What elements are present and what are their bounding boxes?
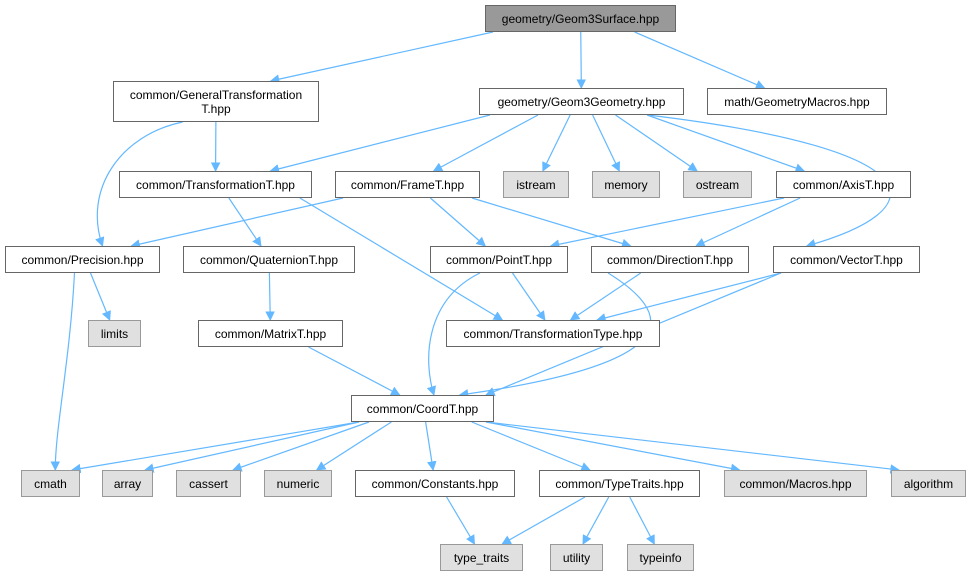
node-label: common/QuaternionT.hpp xyxy=(199,252,339,267)
node-label: common/DirectionT.hpp xyxy=(606,252,734,267)
node-limits: limits xyxy=(88,320,141,347)
edge-geom3geometry-to-memory xyxy=(592,114,620,172)
node-precision[interactable]: common/Precision.hpp xyxy=(5,246,160,273)
node-utility: utility xyxy=(550,544,603,571)
edge-coordt-to-numeric xyxy=(315,421,392,471)
edge-coordt-to-array xyxy=(144,421,360,473)
node-constants[interactable]: common/Constants.hpp xyxy=(355,470,515,497)
node-typetraits[interactable]: common/TypeTraits.hpp xyxy=(539,470,700,497)
edge-axist-to-pointt xyxy=(549,197,785,249)
edge-geom3geometry-to-framet xyxy=(432,114,539,172)
node-label: common/TransformationType.hpp xyxy=(463,326,643,341)
edge-axist-to-directiont xyxy=(695,197,801,247)
node-cmath: cmath xyxy=(21,470,80,497)
node-label: numeric xyxy=(276,476,320,491)
edge-geom3surface-to-geometrymacros xyxy=(634,31,766,89)
node-label: ostream xyxy=(695,177,740,192)
node-label: geometry/Geom3Geometry.hpp xyxy=(497,94,666,109)
edge-geom3geometry-to-transformationt xyxy=(269,114,491,174)
edge-framet-to-pointt xyxy=(429,197,486,247)
node-label: typeinfo xyxy=(639,550,682,565)
node-generaltransformation[interactable]: common/GeneralTransformation T.hpp xyxy=(113,81,319,122)
node-label: array xyxy=(113,476,142,491)
node-istream: istream xyxy=(503,171,569,198)
node-framet[interactable]: common/FrameT.hpp xyxy=(335,171,480,198)
node-matrixt[interactable]: common/MatrixT.hpp xyxy=(198,320,343,347)
node-ostream: ostream xyxy=(683,171,752,198)
edge-matrixt-to-coordt xyxy=(308,346,401,396)
node-label: common/Macros.hpp xyxy=(739,476,852,491)
node-label: type_traits xyxy=(453,550,510,565)
node-transformationt[interactable]: common/TransformationT.hpp xyxy=(119,171,312,198)
edge-vectort-to-transformationtype xyxy=(596,272,782,323)
node-directiont[interactable]: common/DirectionT.hpp xyxy=(591,246,749,273)
node-vectort[interactable]: common/VectorT.hpp xyxy=(773,246,920,273)
node-label: algorithm xyxy=(903,476,954,491)
edge-geom3surface-to-geom3geometry xyxy=(576,31,587,89)
node-label: utility xyxy=(562,550,591,565)
node-label: common/PointT.hpp xyxy=(445,252,553,267)
node-type-traits: type_traits xyxy=(440,544,523,571)
node-label: common/Constants.hpp xyxy=(371,476,499,491)
node-label: common/Precision.hpp xyxy=(21,252,144,267)
node-transformationtype[interactable]: common/TransformationType.hpp xyxy=(446,320,660,347)
node-axist[interactable]: common/AxisT.hpp xyxy=(776,171,911,198)
edge-typetraits-to-typeinfo xyxy=(629,496,655,545)
edge-framet-to-precision xyxy=(130,197,344,249)
node-label: limits xyxy=(100,326,129,341)
node-label: cassert xyxy=(189,476,228,491)
node-label: geometry/Geom3Surface.hpp xyxy=(501,11,660,26)
node-geom3geometry[interactable]: geometry/Geom3Geometry.hpp xyxy=(479,88,684,115)
node-label: memory xyxy=(604,177,648,192)
edge-geom3geometry-to-istream xyxy=(542,114,571,172)
node-quaterniont[interactable]: common/QuaternionT.hpp xyxy=(183,246,355,273)
edge-coordt-to-typetraits xyxy=(471,421,591,472)
node-label: istream xyxy=(516,177,556,192)
node-memory: memory xyxy=(592,171,660,198)
edge-constants-to-type_traits xyxy=(446,496,476,545)
edge-quaterniont-to-matrixt xyxy=(265,272,275,321)
edge-coordt-to-cmath xyxy=(71,421,360,474)
node-geom3surface[interactable]: geometry/Geom3Surface.hpp xyxy=(485,5,676,32)
node-label: common/MatrixT.hpp xyxy=(214,326,327,341)
node-label: common/GeneralTransformation T.hpp xyxy=(129,87,303,116)
edge-geom3surface-to-generaltransformation xyxy=(269,31,494,84)
node-label: common/FrameT.hpp xyxy=(350,177,465,192)
edge-coordt-to-algorithm xyxy=(485,421,900,474)
edge-directiont-to-transformationtype xyxy=(569,272,642,321)
edge-typetraits-to-utility xyxy=(582,496,610,545)
node-coordt[interactable]: common/CoordT.hpp xyxy=(351,395,494,422)
edge-precision-to-cmath xyxy=(50,272,76,471)
node-array: array xyxy=(102,470,153,497)
edge-coordt-to-cassert xyxy=(232,421,370,472)
node-cassert: cassert xyxy=(176,470,241,497)
edge-generaltransformation-to-precision xyxy=(95,121,183,247)
node-typeinfo: typeinfo xyxy=(627,544,694,571)
edge-typetraits-to-type_traits xyxy=(501,496,586,545)
node-label: common/VectorT.hpp xyxy=(790,252,903,267)
node-label: common/AxisT.hpp xyxy=(792,177,895,192)
edge-coordt-to-macros xyxy=(485,421,741,474)
edge-geom3geometry-to-axist xyxy=(646,114,806,173)
edge-framet-to-directiont xyxy=(471,197,632,249)
node-pointt[interactable]: common/PointT.hpp xyxy=(430,246,568,273)
node-numeric: numeric xyxy=(264,470,332,497)
edge-geom3geometry-to-ostream xyxy=(615,114,698,172)
node-label: common/TransformationT.hpp xyxy=(136,177,295,192)
edge-coordt-to-constants xyxy=(425,421,437,471)
edge-pointt-to-transformationtype xyxy=(512,272,546,321)
node-label: cmath xyxy=(34,476,67,491)
node-geometrymacros[interactable]: math/GeometryMacros.hpp xyxy=(707,88,887,115)
edge-transformationt-to-transformationtype xyxy=(299,197,504,321)
node-label: common/CoordT.hpp xyxy=(366,401,479,416)
node-macros: common/Macros.hpp xyxy=(724,470,867,497)
edge-precision-to-limits xyxy=(89,272,111,321)
edge-pointt-to-coordt xyxy=(426,272,481,396)
node-algorithm: algorithm xyxy=(891,470,966,497)
edge-transformationt-to-quaterniont xyxy=(228,197,262,247)
node-label: math/GeometryMacros.hpp xyxy=(724,94,870,109)
node-label: common/TypeTraits.hpp xyxy=(555,476,684,491)
